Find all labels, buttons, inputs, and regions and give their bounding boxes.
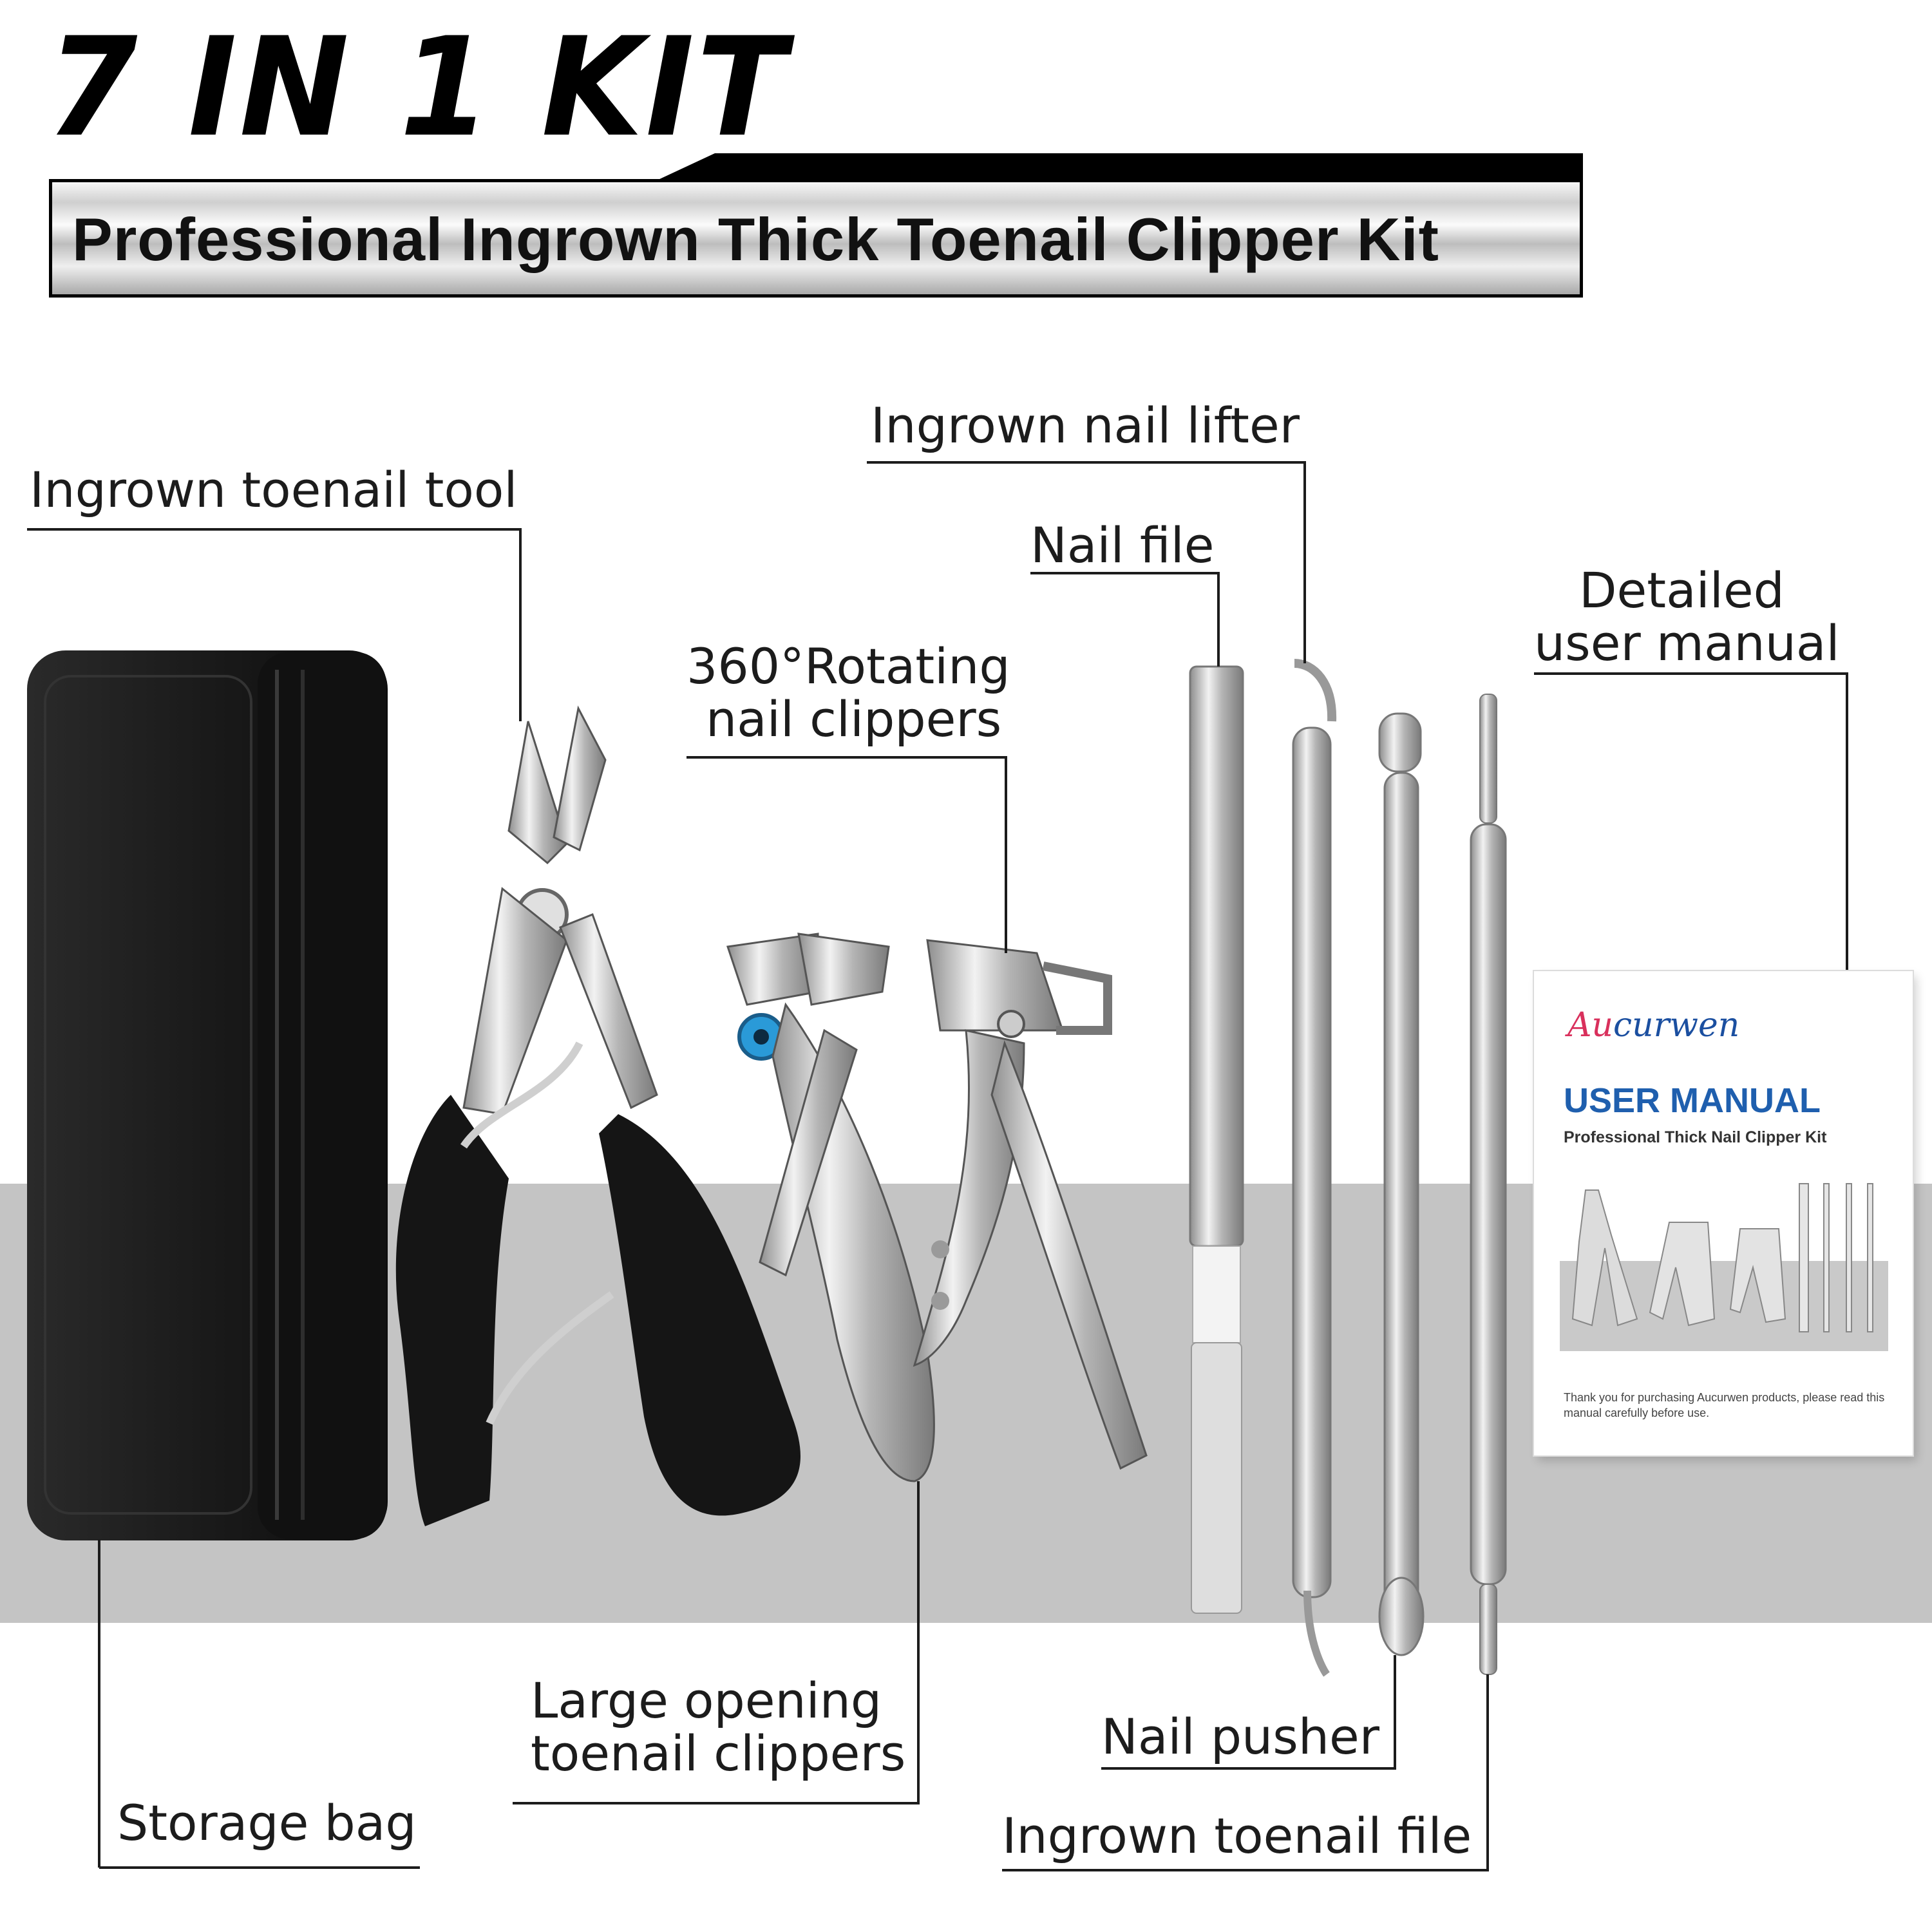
nail-file-image [1189,665,1244,1614]
manual-brand-logo: Aucurwen [1567,1006,1739,1045]
label-nail-pusher: Nail pusher [1101,1708,1379,1765]
manual-thanks-text: Thank you for purchasing Aucurwen produc… [1564,1391,1885,1420]
storage-bag-image [27,650,388,1540]
ingrown-toenail-tool-image [395,705,801,1526]
ingrown-nail-lifter-image [1292,659,1337,1677]
user-manual-booklet: Aucurwen USER MANUAL Professional Thick … [1534,971,1913,1455]
label-large-opening-line1: Large opening [531,1672,882,1729]
manual-subtitle: Professional Thick Nail Clipper Kit [1564,1128,1827,1146]
kit-subtitle: Professional Ingrown Thick Toenail Clipp… [72,205,1439,273]
title-bar-stripe [657,153,1583,180]
label-manual-line1: Detailed [1579,562,1785,619]
subtitle-banner [49,179,1583,298]
manual-title: USER MANUAL [1564,1081,1821,1120]
label-ingrown-nail-lifter: Ingrown nail lifter [871,397,1300,454]
manual-brand-initial: Au [1567,1006,1614,1045]
kit-title: 7 IN 1 KIT [46,8,789,167]
label-ingrown-toenail-tool: Ingrown toenail tool [30,461,518,518]
manual-tools-illustration [1560,1183,1888,1351]
label-nail-file: Nail file [1030,516,1215,574]
rotating-clippers-image [913,939,1148,1470]
manual-brand-rest: curwen [1613,1006,1740,1045]
label-large-opening-line2: toenail clippers [531,1725,906,1782]
label-manual-line2: user manual [1534,614,1840,672]
large-opening-clippers-image [726,933,935,1482]
label-rotating-clippers-line1: 360°Rotating [687,638,1010,695]
nail-pusher-image [1378,712,1425,1656]
label-ingrown-toenail-file: Ingrown toenail file [1002,1807,1472,1864]
ingrown-toenail-file-image [1470,694,1507,1675]
label-rotating-clippers-line2: nail clippers [706,690,1002,748]
label-storage-bag: Storage bag [117,1794,417,1852]
leader-lines [27,461,1848,1871]
